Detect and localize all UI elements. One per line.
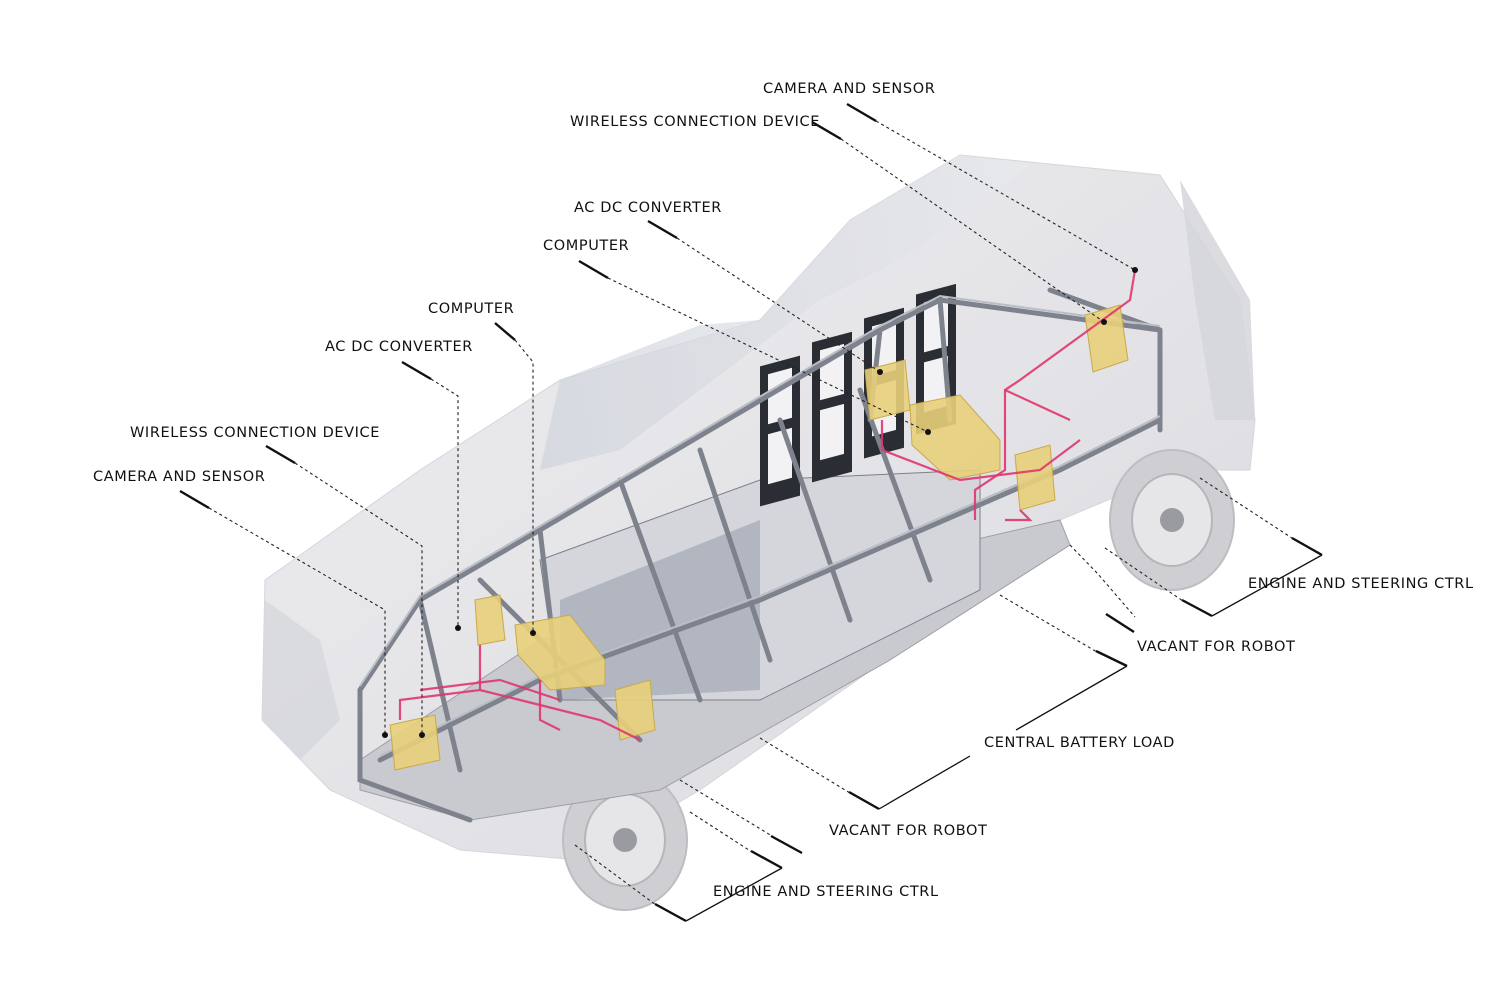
- label-acdc-rear: AC DC CONVERTER: [574, 200, 722, 216]
- label-central-battery: CENTRAL BATTERY LOAD: [984, 735, 1175, 751]
- label-wireless-rear: WIRELESS CONNECTION DEVICE: [570, 114, 821, 130]
- frame-highlights: [359, 294, 1161, 757]
- label-computer-rear: COMPUTER: [543, 238, 630, 254]
- rear-camera-sensor-box: [1084, 304, 1129, 373]
- label-engine-steering-rear: ENGINE AND STEERING CTRL: [1248, 576, 1474, 592]
- label-wireless-front: WIRELESS CONNECTION DEVICE: [130, 425, 381, 441]
- front-camera-sensor-box: [389, 714, 441, 771]
- leader-dots: [382, 267, 1138, 738]
- rear-computer-box: [1014, 444, 1056, 511]
- rear-wheel: [1109, 449, 1235, 591]
- label-vacant-robot-rear: VACANT FOR ROBOT: [1137, 639, 1296, 655]
- label-engine-steering-front: ENGINE AND STEERING CTRL: [713, 884, 939, 900]
- label-camera-sensor-rear: CAMERA AND SENSOR: [763, 81, 936, 97]
- front-acdc-box: [514, 614, 606, 691]
- front-wireless-box: [614, 679, 656, 741]
- tubular-frame: [357, 287, 1163, 823]
- rear-wireless-box: [864, 359, 911, 421]
- wiring-harness: [398, 269, 1137, 741]
- label-computer-front: COMPUTER: [428, 301, 515, 317]
- leader-lines: [179, 102, 1323, 923]
- label-vacant-robot-front: VACANT FOR ROBOT: [829, 823, 988, 839]
- label-camera-sensor-front: CAMERA AND SENSOR: [93, 469, 266, 485]
- rear-acdc-box: [909, 394, 1001, 481]
- components: [389, 304, 1129, 771]
- label-acdc-front: AC DC CONVERTER: [325, 339, 473, 355]
- front-computer-box: [474, 594, 506, 646]
